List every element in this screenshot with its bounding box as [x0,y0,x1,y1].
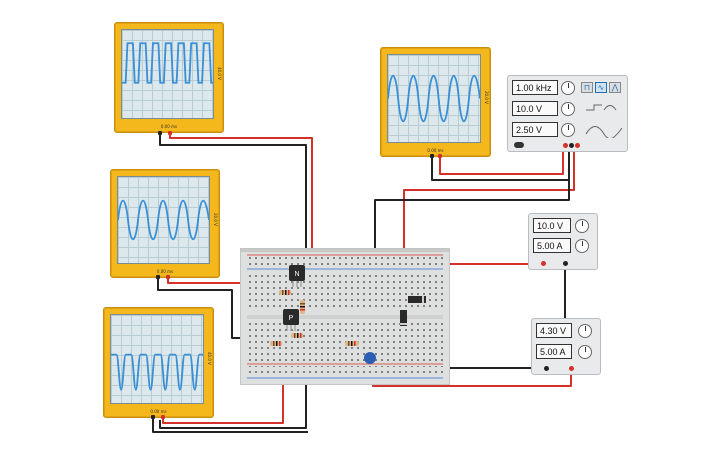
volt-div-label: 40.0 V [207,351,212,365]
voltage-knob[interactable] [578,324,592,338]
waveform-symbol-icon [586,104,617,111]
probe-terminal-red[interactable] [161,415,165,419]
resistor[interactable] [279,290,291,295]
amplitude-knob[interactable] [561,102,575,116]
resistor[interactable] [300,300,305,314]
frequency-knob[interactable] [561,81,575,95]
output-terminal-red[interactable] [563,143,568,148]
probe-terminal-red[interactable] [438,154,442,158]
resistor[interactable] [291,333,303,338]
triangle-wave-button[interactable]: ⋀ [609,82,621,93]
voltage-display: 10.0 V [533,218,571,233]
negative-terminal[interactable] [563,261,568,266]
transistor-npn[interactable]: N [289,265,305,287]
volt-div-label: 20.0 V [213,212,218,226]
power-supply-2[interactable]: 4.30 V 5.00 A [531,318,601,375]
current-display: 5.00 A [536,344,572,359]
wire-red[interactable] [403,147,575,300]
oscilloscope-screen [110,314,204,404]
waveform-trace [111,353,203,391]
wire-black[interactable] [152,418,308,433]
resistor[interactable] [345,341,359,346]
probe-terminal-black[interactable] [151,415,155,419]
voltage-display: 4.30 V [536,323,572,338]
capacitor[interactable] [364,352,376,364]
time-div-label: 0.00 ms [150,409,167,414]
oscilloscope-screen [387,54,481,143]
positive-terminal[interactable] [541,261,546,266]
offset-knob[interactable] [561,123,575,137]
transistor-p-label: P [289,315,294,322]
positive-terminal[interactable] [569,366,574,371]
volt-div-label: 40.0 V [217,66,222,80]
probe-terminal-black[interactable] [430,154,434,158]
output-terminal-red[interactable] [575,143,580,148]
time-div-label: 0.00 ms [160,124,178,129]
probe-terminal-black[interactable] [156,275,160,279]
amplitude-display: 10.0 V [512,101,558,116]
voltage-knob[interactable] [575,219,589,233]
resistor[interactable] [270,341,282,346]
waveform-trace [118,199,209,241]
transistor-pnp[interactable]: P [283,309,299,331]
volt-div-label: 20.0 V [484,91,489,105]
function-generator[interactable]: 1.00 kHz 10.0 V 2.50 V ⊓ ∿ ⋀ [507,75,628,152]
oscilloscope-1[interactable]: 40.0 V 0.00 ms [114,22,224,133]
power-supply-1[interactable]: 10.0 V 5.00 A [528,213,598,270]
current-knob[interactable] [578,345,592,359]
negative-terminal[interactable] [544,366,549,371]
oscilloscope-3[interactable]: 40.0 V 0.00 ms [103,307,214,418]
probe-terminal-red[interactable] [166,275,170,279]
transistor-n-label: N [294,271,299,278]
wire-black[interactable] [431,147,570,181]
square-wave-button[interactable]: ⊓ [581,82,593,93]
probe-terminal-red[interactable] [168,131,172,135]
diode[interactable] [400,310,407,326]
current-knob[interactable] [575,239,589,253]
probe-terminal-black[interactable] [158,131,162,135]
sine-wave-button[interactable]: ∿ [595,82,607,93]
current-display: 5.00 A [533,238,571,253]
waveform-trace [388,75,480,122]
offset-display: 2.50 V [512,122,558,137]
waveform-symbol-icon [585,126,623,138]
oscilloscope-2[interactable]: 20.0 V 0.00 ms [110,169,220,278]
output-terminal-black[interactable] [569,143,574,148]
oscilloscope-4[interactable]: 20.0 V 0.00 ms [380,47,491,157]
power-toggle[interactable] [514,142,524,148]
wire-red[interactable] [439,147,564,175]
time-div-label: 0.00 ms [156,269,174,274]
time-div-label: 0.00 ms [427,148,444,153]
waveform-trace [122,42,213,84]
frequency-display: 1.00 kHz [512,80,558,95]
oscilloscope-screen [117,176,210,264]
oscilloscope-screen [121,29,214,119]
diode[interactable] [408,296,426,303]
